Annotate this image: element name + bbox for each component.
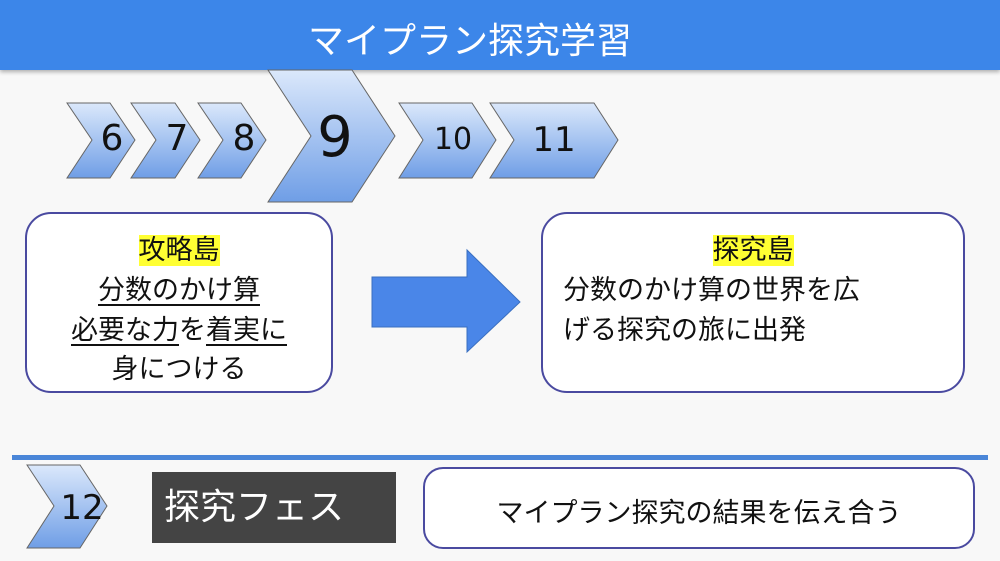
left-line-1: 分数のかけ算 bbox=[98, 275, 260, 306]
chevron-8[interactable] bbox=[197, 102, 267, 179]
tankyu-heading: 探究島 bbox=[712, 235, 794, 266]
step-label-current: 9 bbox=[317, 105, 353, 170]
chevron-10[interactable] bbox=[398, 102, 497, 179]
title-bar: マイプラン探究学習 bbox=[0, 0, 1000, 70]
step-label: 8 bbox=[232, 118, 256, 159]
left-line-2: 必要な力を着実に bbox=[71, 315, 287, 346]
divider bbox=[12, 455, 988, 460]
result-text: マイプラン探究の結果を伝え合う bbox=[496, 498, 902, 529]
right-arrow bbox=[371, 248, 521, 354]
tankyu-fes-label: 探究フェス bbox=[152, 472, 396, 543]
chevron-12[interactable] bbox=[26, 464, 108, 549]
step-label: 12 bbox=[60, 488, 104, 528]
step-label: 7 bbox=[165, 118, 189, 159]
step-label: 6 bbox=[100, 118, 124, 159]
tankyu-box: 探究島 分数のかけ算の世界を広 げる探究の旅に出発 bbox=[541, 212, 965, 393]
right-line-2: げる探究の旅に出発 bbox=[563, 315, 806, 346]
kouryaku-box: 攻略島 分数のかけ算 必要な力を着実に 身につける bbox=[25, 212, 333, 393]
step-label: 10 bbox=[433, 122, 473, 157]
chevron-7[interactable] bbox=[130, 102, 201, 179]
result-box: マイプラン探究の結果を伝え合う bbox=[423, 467, 975, 549]
step-label: 11 bbox=[532, 120, 576, 160]
chevron-11[interactable] bbox=[489, 102, 619, 179]
kouryaku-heading: 攻略島 bbox=[138, 235, 220, 266]
chevron-6[interactable] bbox=[66, 102, 136, 179]
chevron-9[interactable] bbox=[267, 69, 396, 203]
page-title: マイプラン探究学習 bbox=[307, 21, 632, 62]
left-line-3: 身につける bbox=[111, 354, 247, 385]
right-line-1: 分数のかけ算の世界を広 bbox=[563, 275, 860, 306]
